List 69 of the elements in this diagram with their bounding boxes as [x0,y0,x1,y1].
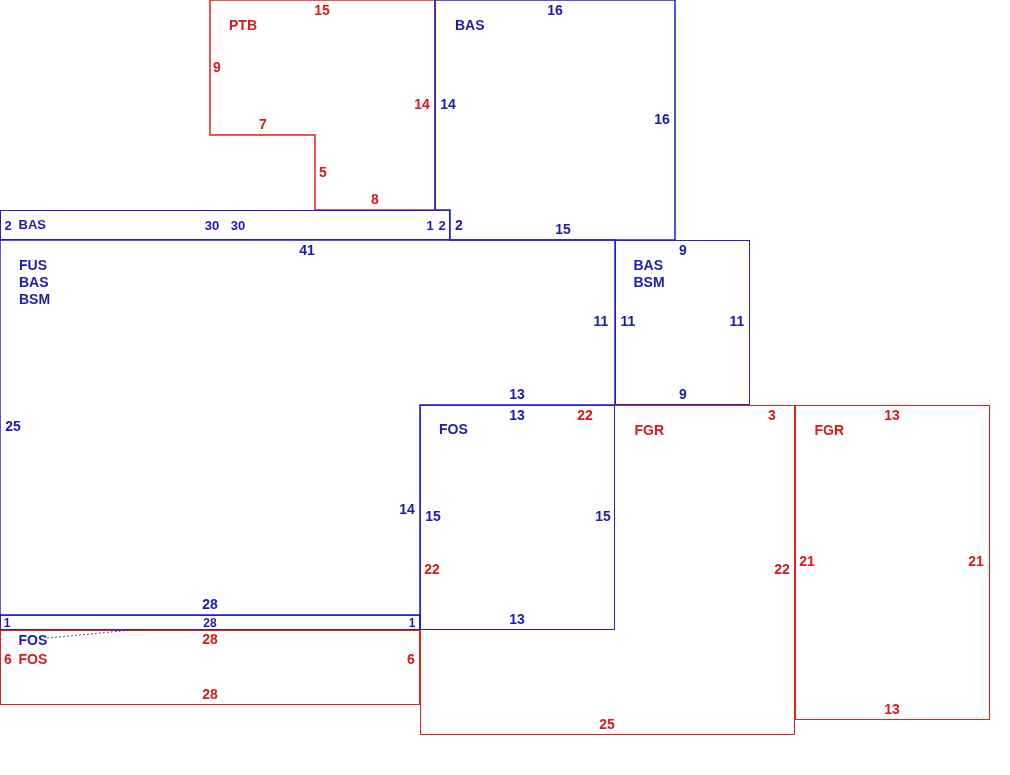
dimension-label: 14 [414,97,430,111]
room-outline [615,240,750,405]
leader-line [46,629,133,639]
room-outline [0,240,615,615]
room-outline [0,210,450,240]
room-label: PTB [229,18,257,32]
room-outline [0,630,420,705]
room-label: FOS [18,632,48,647]
room-label: FGR [814,422,845,437]
dimension-label: 22 [577,408,593,422]
dimension-label: 5 [319,165,327,179]
dimension-label: 30 [230,218,246,232]
room-outline [0,615,420,630]
room-outline [795,405,990,720]
room-label: BAS [455,18,485,32]
dimension-label: 1 [3,616,11,629]
room-label: BAS [18,217,46,231]
dimension-label: 15 [425,509,441,523]
dimension-label: 15 [555,222,571,236]
dimension-label: 28 [202,687,218,701]
dimension-label: 2 [4,218,12,232]
room-label: FOS [18,651,48,666]
dimension-label: 3 [768,408,776,422]
room-label: BSM [19,292,51,306]
room-label: FGR [634,422,665,437]
dimension-label: 21 [799,554,815,568]
dimension-label: 6 [4,652,12,666]
dimension-label: 15 [595,509,611,523]
dimension-label: 9 [213,60,221,74]
dimension-label: 13 [509,387,525,401]
dimension-label: 16 [547,3,563,17]
dimension-label: 1 [426,218,434,232]
dimension-label: 6 [407,652,415,666]
dimension-label: 14 [440,97,456,111]
room-label: BAS [19,275,49,289]
dimension-label: 2 [438,218,446,232]
dimension-label: 9 [679,243,687,257]
dimension-label: 28 [202,597,218,611]
dimension-label: 8 [371,192,379,206]
dimension-label: 7 [259,117,267,131]
dimension-label: 21 [968,554,984,568]
room-outline [435,0,675,240]
dimension-label: 22 [424,562,440,576]
dimension-label: 15 [314,3,330,17]
room-label: BAS [633,257,664,272]
dimension-label: 14 [399,502,415,516]
dimension-label: 11 [593,314,609,328]
dimension-label: 13 [884,408,900,422]
dimension-label: 2 [455,218,463,232]
dimension-label: 30 [204,218,220,232]
dimension-label: 25 [599,717,615,731]
dimension-label: 28 [202,632,218,646]
room-outline [419,404,615,630]
room-outline [420,405,795,735]
dimension-label: 25 [5,419,21,433]
dimension-label: 41 [299,243,315,257]
dimension-label: 16 [654,112,670,126]
dimension-label: 11 [620,314,636,328]
dimension-label: 13 [884,702,900,716]
room-label: BSM [633,274,665,289]
dimension-label: 1 [408,616,416,629]
dimension-label: 9 [679,387,687,401]
dimension-label: 13 [509,612,525,626]
room-outline [210,0,435,210]
room-label: FOS [439,422,468,436]
room-label: FUS [19,258,47,272]
dimension-label: 28 [203,616,217,629]
dimension-label: 13 [509,408,525,422]
dimension-label: 11 [729,314,745,328]
